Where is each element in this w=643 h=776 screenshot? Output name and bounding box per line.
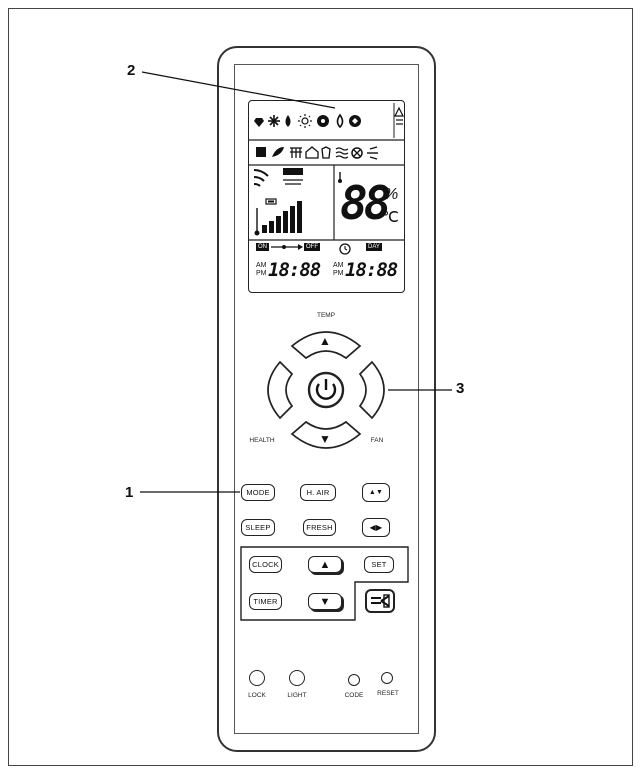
- auto-icon: [349, 115, 361, 127]
- indoor-unit-vents: [283, 179, 303, 185]
- am-label-left: AM: [256, 262, 267, 269]
- timer-off-label: OFF: [304, 243, 320, 251]
- fresh-icon: [351, 147, 363, 159]
- swing-button[interactable]: [365, 589, 395, 613]
- dpad-down-shape: [290, 420, 362, 449]
- airflow-arc-1: [253, 169, 269, 177]
- snowflake-icon: [268, 115, 280, 127]
- left-time-digits: 18:88: [268, 259, 321, 281]
- signal-bar: [262, 225, 267, 233]
- heater-icon: [290, 147, 302, 158]
- thermometer-small-icon: [338, 172, 342, 183]
- lock-button[interactable]: [249, 670, 265, 686]
- dpad-left-shape: [267, 360, 294, 420]
- pm-label-left: PM: [256, 270, 267, 277]
- lcd-mode-icons: [254, 106, 404, 129]
- leftright-swing-button[interactable]: ◀▶: [362, 518, 390, 537]
- temp-label: TEMP: [316, 312, 336, 319]
- lcd-display: [248, 100, 405, 293]
- timer-on-label: ON: [256, 243, 269, 251]
- house-icon: [305, 146, 319, 159]
- signal-bar: [283, 211, 288, 233]
- reset-label: RESET: [377, 690, 399, 697]
- fresh-button[interactable]: FRESH: [303, 519, 336, 536]
- heat-icon: [298, 114, 312, 128]
- light-label: LIGHT: [287, 692, 307, 699]
- leaf-icon: [272, 147, 284, 157]
- signal-bar: [276, 216, 281, 233]
- dpad-shapes: [267, 331, 385, 449]
- day-label: DAY: [366, 243, 382, 251]
- drop-icon: [285, 115, 291, 127]
- humidity-unit: %: [384, 186, 399, 203]
- callout-3: 3: [456, 380, 465, 397]
- sun-icon: [254, 118, 264, 127]
- remote-face: [234, 64, 419, 734]
- fan-button[interactable]: [360, 360, 396, 420]
- callout-1: 1: [125, 484, 134, 501]
- airflow-arc-3: [253, 183, 261, 187]
- health-button[interactable]: [256, 360, 292, 420]
- power-button[interactable]: [309, 373, 343, 407]
- lcd-airflow-area: [253, 168, 303, 236]
- set-button[interactable]: SET: [364, 556, 394, 573]
- figure-border: [8, 8, 633, 766]
- power-button-shape: [307, 371, 345, 409]
- temp-down-button[interactable]: ▼: [319, 432, 331, 446]
- pm-label-right: PM: [333, 270, 344, 277]
- reset-button[interactable]: [381, 672, 393, 684]
- h-air-button[interactable]: H. AIR: [300, 484, 336, 501]
- swing-wind-icon: [371, 594, 390, 608]
- sleep-button[interactable]: SLEEP: [241, 519, 275, 536]
- clock-up-button[interactable]: ▲: [308, 556, 342, 573]
- wind-icon: [367, 146, 378, 160]
- callout-2: 2: [127, 62, 136, 79]
- fan-label: FAN: [370, 437, 384, 444]
- health-label: HEALTH: [249, 437, 275, 444]
- dpad-right-shape: [358, 360, 385, 420]
- fan-icon: [317, 115, 329, 127]
- clock-down-button[interactable]: ▼: [308, 593, 342, 610]
- timer-button[interactable]: TIMER: [249, 593, 282, 610]
- signal-bar: [290, 206, 295, 233]
- lcd-status-icons: [256, 146, 378, 160]
- am-label-right: AM: [333, 262, 344, 269]
- wave-icon: [335, 147, 349, 159]
- right-time-digits: 18:88: [345, 259, 398, 281]
- humidity-digits: 88: [340, 176, 391, 230]
- drop-icon: [336, 113, 344, 129]
- dpad-up-shape: [290, 331, 362, 360]
- swing-icon: [394, 106, 404, 125]
- signal-bar: [269, 221, 274, 233]
- sleep-icon: [256, 147, 266, 157]
- lock-label: LOCK: [248, 692, 266, 699]
- signal-bar: [297, 201, 302, 233]
- updown-swing-button[interactable]: ▲▼: [362, 483, 390, 502]
- clock-button[interactable]: CLOCK: [249, 556, 282, 573]
- code-button[interactable]: [348, 674, 360, 686]
- battery-icon: [265, 198, 277, 205]
- light-button[interactable]: [289, 670, 305, 686]
- temp-unit: ℃: [382, 209, 399, 226]
- indoor-unit-icon: [283, 168, 303, 175]
- temp-up-button[interactable]: ▲: [319, 334, 331, 348]
- code-label: CODE: [344, 692, 364, 699]
- leader-line-2: [141, 71, 336, 109]
- clock-group-frame: [240, 546, 409, 621]
- mode-button[interactable]: MODE: [241, 484, 275, 501]
- shirt-icon: [321, 146, 331, 159]
- airflow-arc-2: [253, 176, 265, 182]
